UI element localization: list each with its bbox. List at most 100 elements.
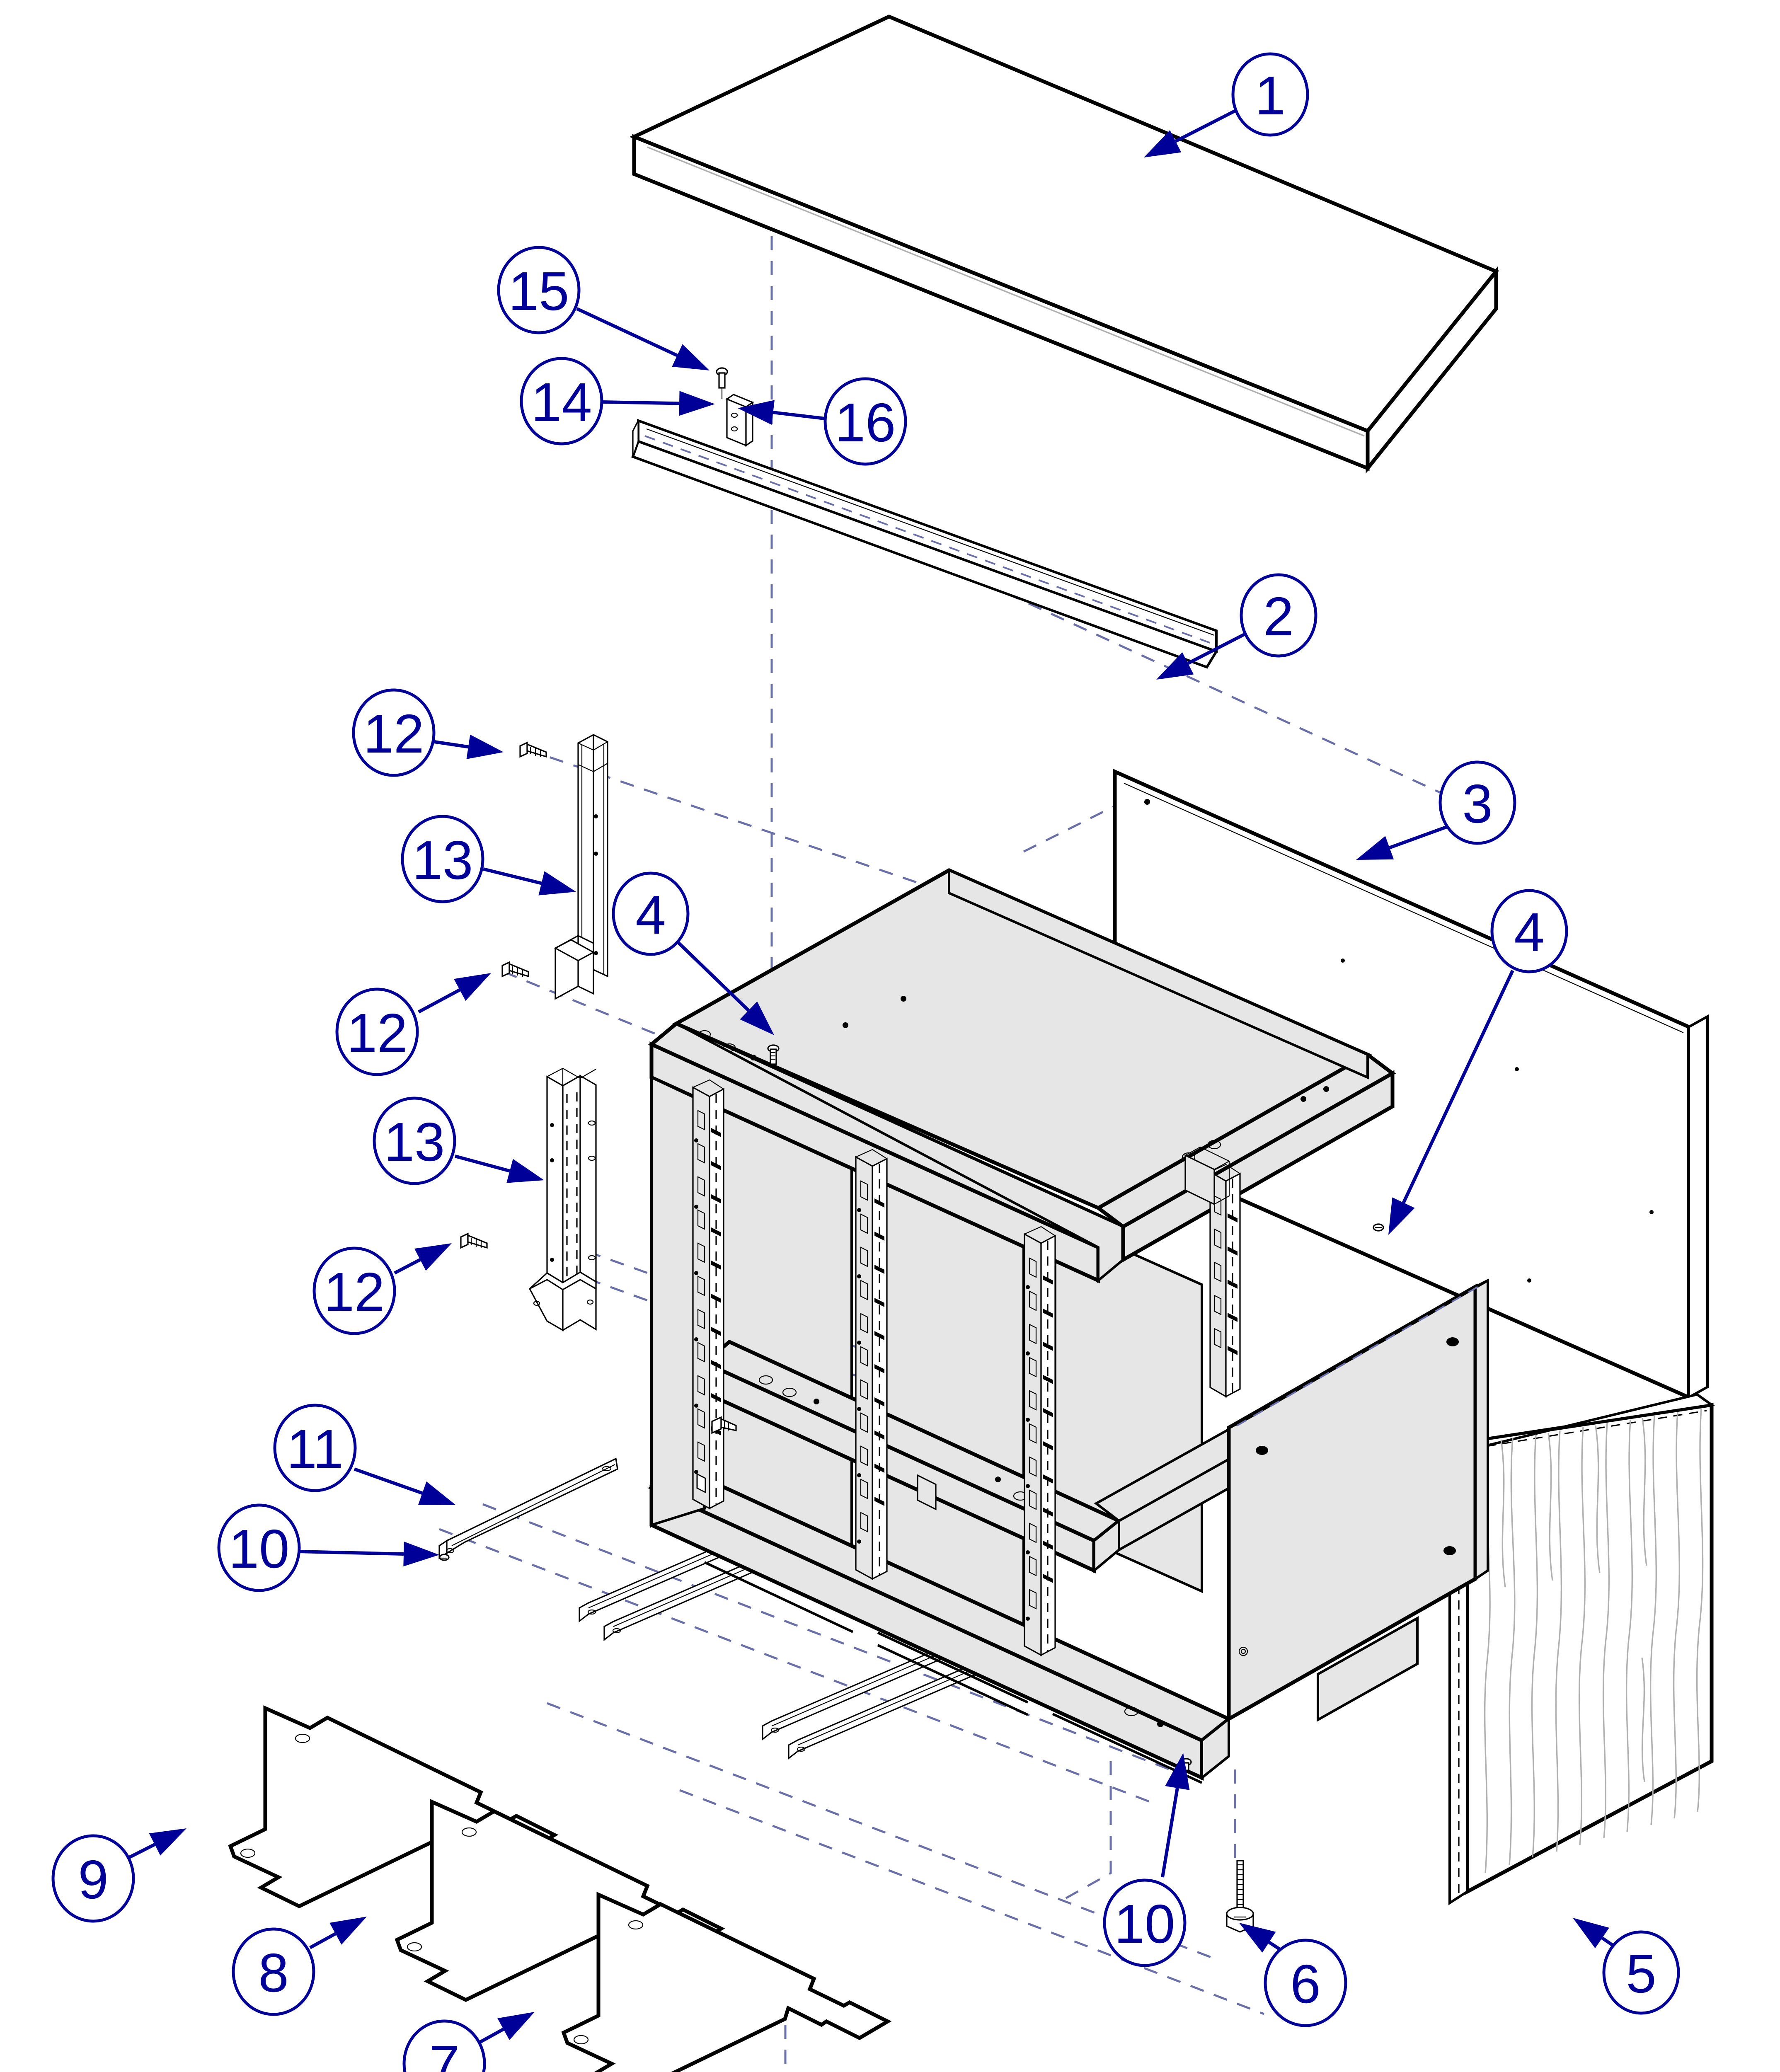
leader-arrowhead	[418, 1481, 456, 1505]
callout-number: 2	[1263, 586, 1293, 647]
leader-arrowhead	[329, 1917, 367, 1945]
leader-arrowhead	[506, 1159, 544, 1183]
callout-9-drawer-bottom-panel-top[interactable]: 9	[51, 1828, 186, 1923]
callout-2-front-rail[interactable]: 2	[1156, 573, 1317, 680]
cabinet-frame-assembly	[648, 868, 1489, 1784]
leader-arrowhead	[414, 1243, 452, 1271]
callout-bubble[interactable]	[373, 1097, 456, 1185]
callout-16-fastener-side[interactable]: 16	[738, 377, 907, 466]
callout-bubble[interactable]	[520, 357, 603, 445]
callout-12-screw-12-mid[interactable]: 12	[335, 973, 491, 1076]
leader-line	[354, 1467, 423, 1495]
callout-8-drawer-bottom-panel-mid[interactable]: 8	[232, 1917, 367, 2016]
right-side-panel-edge	[1474, 1278, 1489, 1581]
callout-bubble[interactable]	[402, 2019, 486, 2072]
callout-bubble[interactable]	[497, 246, 581, 334]
callout-12-screw-12-upper[interactable]: 12	[352, 688, 504, 777]
callout-bubble[interactable]	[1240, 573, 1317, 658]
callout-bubble[interactable]	[273, 1404, 357, 1492]
callout-bubble[interactable]	[1602, 1930, 1680, 2015]
callout-1-top-work-surface[interactable]: 1	[1144, 52, 1309, 157]
leader-arrowhead	[538, 871, 576, 896]
callout-4-frame-screw-right[interactable]: 4	[1388, 889, 1568, 1235]
leader-arrowhead	[497, 2012, 535, 2040]
callout-13-post-bracket-tall[interactable]: 13	[401, 815, 576, 903]
top-rear-edge	[948, 868, 1369, 1080]
callout-bubble[interactable]	[1231, 52, 1309, 137]
callout-number: 7	[429, 2034, 459, 2072]
callout-bubble[interactable]	[335, 988, 419, 1076]
leader-line	[418, 988, 461, 1014]
part-post-screw-12-mid	[501, 961, 529, 978]
frame-bracket-mid	[917, 1474, 937, 1510]
callout-bubble[interactable]	[1490, 889, 1568, 973]
callout-bubble[interactable]	[312, 1247, 396, 1335]
leader-line	[309, 1932, 337, 1949]
callout-bubble[interactable]	[1264, 1939, 1347, 2027]
callout-bubble[interactable]	[51, 1834, 135, 1923]
bracket-screw-15	[716, 367, 728, 399]
callout-10-frame-screw-bottom[interactable]: 10	[1103, 1753, 1190, 1967]
leader-arrowhead	[403, 1541, 439, 1566]
callout-10-slide-screw-left[interactable]: 10	[217, 1503, 439, 1592]
leader-line	[1268, 1941, 1282, 1951]
part-post-screw-12-upper	[519, 741, 547, 758]
callout-number: 12	[347, 1002, 408, 1063]
perforated-post-b	[855, 1149, 888, 1580]
callout-number: 3	[1462, 773, 1492, 834]
part-post-bracket-tall-13	[554, 733, 608, 1000]
callout-bubble[interactable]	[352, 688, 436, 777]
leader-line	[1187, 632, 1247, 665]
callout-bubble[interactable]	[217, 1503, 301, 1592]
post-a-perfs	[694, 1110, 721, 1474]
callout-bubble[interactable]	[1103, 1878, 1187, 1967]
callout-15-screw-upper[interactable]: 15	[497, 246, 710, 370]
leader-arrowhead	[672, 344, 710, 370]
leader-line	[128, 1843, 156, 1859]
leader-line	[434, 740, 469, 749]
callout-11-drawer-slide[interactable]: 11	[273, 1404, 456, 1505]
leader-arrowhead	[679, 391, 715, 416]
callout-14-bracket-clip[interactable]: 14	[520, 357, 715, 445]
part-frame-screw-4-left	[767, 1044, 780, 1065]
callout-bubble[interactable]	[232, 1927, 315, 2016]
callout-13-post-channel[interactable]: 13	[373, 1097, 544, 1185]
callout-number: 4	[1514, 902, 1544, 963]
leader-line	[479, 2028, 504, 2044]
part-drawer-panel-7	[561, 1892, 892, 2072]
left-end-face	[650, 1075, 706, 1527]
callout-12-screw-12-lower[interactable]: 12	[312, 1243, 452, 1335]
callout-number: 1	[1255, 65, 1285, 126]
callout-number: 13	[384, 1111, 445, 1172]
bracket-clip-14	[725, 394, 754, 447]
callout-number: 16	[835, 392, 896, 453]
perforated-post-c	[1024, 1226, 1056, 1656]
perforated-post-d	[1209, 1164, 1241, 1398]
leader-arrowhead	[1388, 1197, 1415, 1235]
callout-3-back-panel[interactable]: 3	[1356, 760, 1516, 860]
leader-arrowhead	[1165, 1753, 1190, 1790]
leader-arrowhead	[1144, 130, 1182, 157]
callout-number: 8	[258, 1942, 288, 2003]
leader-line	[676, 940, 750, 1012]
leader-line	[1175, 108, 1238, 143]
callout-number: 12	[324, 1261, 385, 1322]
callout-bubble[interactable]	[612, 871, 690, 956]
corner-box	[1201, 1716, 1230, 1781]
leader-line	[1402, 970, 1514, 1203]
callout-4-frame-screw-left[interactable]: 4	[612, 871, 774, 1035]
callout-5-wood-side-panel[interactable]: 5	[1573, 1918, 1680, 2015]
callout-number: 10	[1114, 1893, 1175, 1954]
callout-number: 12	[363, 703, 424, 764]
callout-6-leveling-foot[interactable]: 6	[1239, 1923, 1347, 2027]
callout-number: 13	[412, 830, 473, 891]
callout-7-drawer-bottom-panel-low[interactable]: 7	[402, 2012, 535, 2072]
callout-bubble[interactable]	[1439, 760, 1516, 845]
callout-bubble[interactable]	[823, 377, 907, 466]
leader-arrowhead	[1156, 652, 1194, 680]
callout-number: 4	[635, 884, 666, 945]
callout-number: 5	[1626, 1943, 1656, 2004]
leader-line	[483, 867, 542, 885]
callout-bubble[interactable]	[401, 815, 484, 903]
